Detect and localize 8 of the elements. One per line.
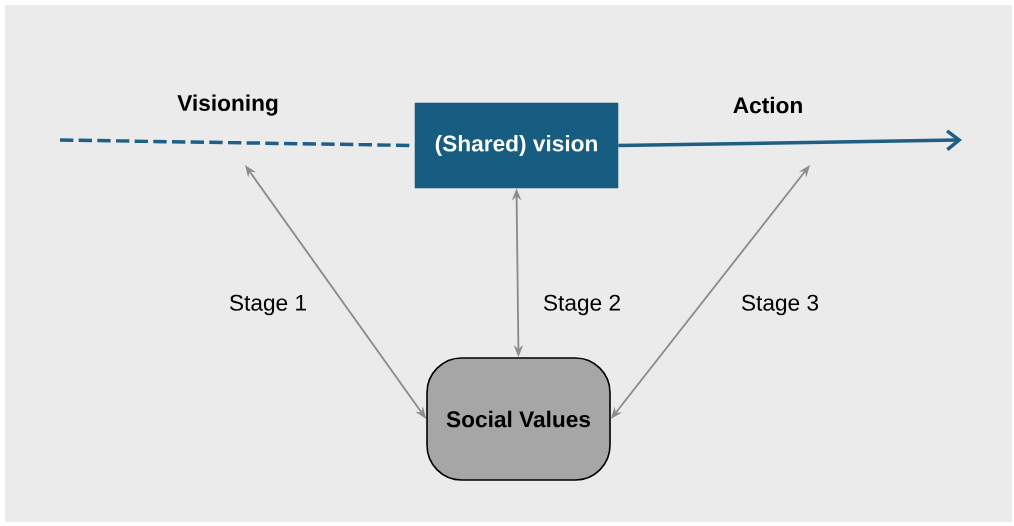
process-box: (Shared) vision [414, 102, 619, 189]
rounded-box: Social Values [426, 357, 611, 481]
arrow [618, 129, 962, 151]
edge-label: Stage 1 [227, 293, 309, 317]
stage-heading: Action [733, 96, 802, 114]
edge-label: Stage 3 [739, 293, 821, 317]
stage-heading: Visioning [177, 94, 278, 116]
edge-label: Stage 2 [541, 293, 623, 317]
